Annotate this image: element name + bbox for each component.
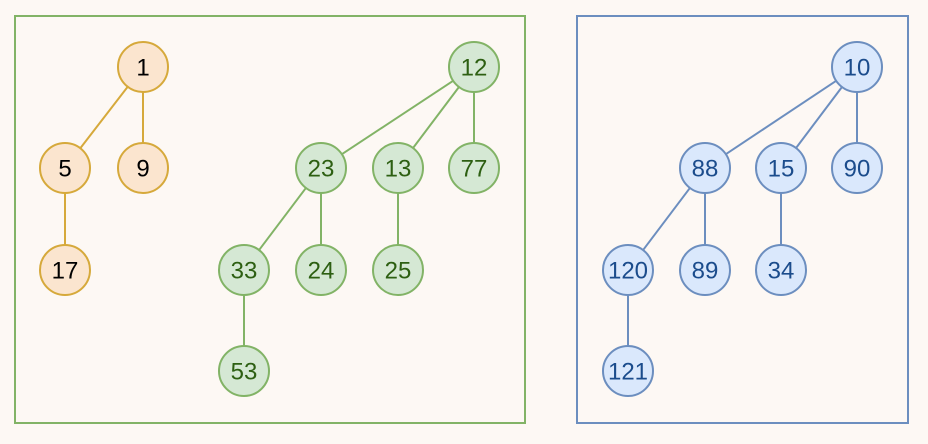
heap-node: 77 xyxy=(448,142,500,194)
node-circle xyxy=(679,244,731,296)
tree-edge xyxy=(725,80,837,155)
node-key: 88 xyxy=(692,156,719,183)
heap-node: 89 xyxy=(679,244,731,296)
node-key: 13 xyxy=(385,156,412,183)
tree-edge xyxy=(79,86,129,149)
node-key: 17 xyxy=(52,258,79,285)
node-key: 1 xyxy=(136,55,149,82)
node-key: 10 xyxy=(844,55,871,82)
node-circle xyxy=(117,41,169,93)
node-key: 5 xyxy=(58,156,71,183)
node-circle xyxy=(831,142,883,194)
heap-node: 23 xyxy=(295,142,347,194)
heap-node: 9 xyxy=(117,142,169,194)
node-key: 34 xyxy=(768,258,795,285)
heap-node: 88 xyxy=(679,142,731,194)
node-key: 9 xyxy=(136,156,149,183)
node-circle xyxy=(372,142,424,194)
node-circle xyxy=(831,41,883,93)
node-key: 24 xyxy=(308,258,335,285)
heap-node: 120 xyxy=(602,244,654,296)
node-circle xyxy=(755,142,807,194)
heap-node: 17 xyxy=(39,244,91,296)
node-circle xyxy=(755,244,807,296)
node-key: 121 xyxy=(608,359,648,386)
node-circle xyxy=(295,244,347,296)
node-circle xyxy=(218,244,270,296)
node-circle xyxy=(448,142,500,194)
node-key: 77 xyxy=(461,156,488,183)
tree-edge xyxy=(341,79,454,156)
node-key: 25 xyxy=(385,258,412,285)
node-circle xyxy=(448,41,500,93)
heap-node: 12 xyxy=(448,41,500,93)
node-key: 90 xyxy=(844,156,871,183)
heap-node: 53 xyxy=(218,345,270,397)
heap-node: 90 xyxy=(831,142,883,194)
node-circle xyxy=(39,244,91,296)
heap-node: 1 xyxy=(117,41,169,93)
tree-edge xyxy=(795,86,843,149)
right-heap-frame xyxy=(576,15,909,424)
heap-node: 121 xyxy=(602,345,654,397)
node-circle xyxy=(295,142,347,194)
node-circle xyxy=(218,345,270,397)
heap-node: 24 xyxy=(295,244,347,296)
heap-node: 10 xyxy=(831,41,883,93)
tree-edge xyxy=(412,86,460,149)
node-key: 23 xyxy=(308,156,335,183)
node-circle xyxy=(602,244,654,296)
tree-edges xyxy=(64,79,858,346)
node-circle xyxy=(679,142,731,194)
node-key: 15 xyxy=(768,156,795,183)
node-key: 53 xyxy=(231,359,258,386)
node-circle xyxy=(39,142,91,194)
node-circle xyxy=(117,142,169,194)
heap-node: 34 xyxy=(755,244,807,296)
heap-node: 5 xyxy=(39,142,91,194)
node-key: 120 xyxy=(608,258,648,285)
node-circle xyxy=(602,345,654,397)
node-key: 33 xyxy=(231,258,258,285)
heap-node: 33 xyxy=(218,244,270,296)
heap-node: 15 xyxy=(755,142,807,194)
node-key: 12 xyxy=(461,55,488,82)
tree-edge xyxy=(258,187,307,251)
left-heap-frame xyxy=(14,15,526,424)
heap-node: 13 xyxy=(372,142,424,194)
node-key: 89 xyxy=(692,258,719,285)
tree-edge xyxy=(642,187,691,251)
node-circle xyxy=(372,244,424,296)
heap-node: 25 xyxy=(372,244,424,296)
